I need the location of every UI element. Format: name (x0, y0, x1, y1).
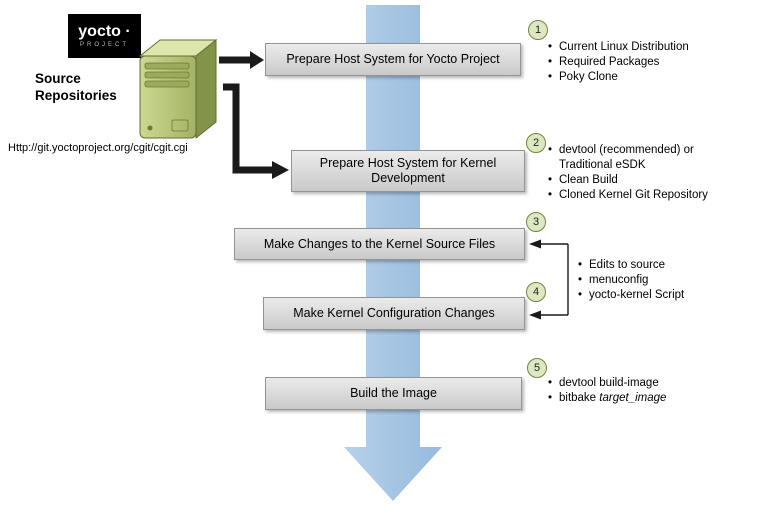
server-to-step1-arrowhead (250, 51, 264, 69)
step-number-badge-2: 2 (526, 133, 546, 153)
bullet-item: Cloned Kernel Git Repository (548, 188, 733, 203)
bullet-item: Edits to source (578, 258, 753, 273)
steps3-4-shared-bullet-list: Edits to source menuconfig yocto-kernel … (578, 258, 753, 303)
server-to-step2-arrow-shaft (223, 83, 272, 174)
step2-bullet-list: devtool (recommended) or Traditional eSD… (548, 143, 733, 203)
server-drive-bay (144, 80, 190, 88)
step-box-make-config-changes: Make Kernel Configuration Changes (263, 297, 525, 330)
step-number-badge-5: 5 (527, 358, 547, 378)
step-number-badge-3: 3 (526, 212, 546, 232)
bullet-item: Required Packages (548, 55, 753, 70)
bullet-item: yocto-kernel Script (578, 288, 753, 303)
step-number-badge-4: 4 (526, 282, 546, 302)
bracket-top-arrowhead (529, 239, 541, 249)
bullet-item: Clean Build (548, 173, 733, 188)
source-repositories-label: Source Repositories (35, 71, 117, 103)
step-box-prepare-host-yocto: Prepare Host System for Yocto Project (265, 43, 521, 76)
bullet-item: devtool build-image (548, 376, 753, 391)
bitbake-command-argument: target_image (599, 392, 667, 404)
step-number-badge-1: 1 (528, 20, 548, 40)
bracket-bottom-arrowhead (529, 310, 541, 320)
server-to-step2-arrowhead (272, 161, 289, 179)
step5-bullet-list: devtool build-image bitbake target_image (548, 376, 753, 406)
server-vent (171, 119, 189, 132)
server-drive-bay (144, 62, 190, 70)
bitbake-command-prefix: bitbake (559, 392, 600, 404)
server-icon (138, 38, 218, 140)
yocto-logo-subtext: PROJECT (79, 42, 129, 48)
step-box-build-image: Build the Image (265, 377, 522, 410)
server-power-button (147, 125, 153, 131)
bullet-item: menuconfig (578, 273, 753, 288)
bullet-item: Poky Clone (548, 70, 753, 85)
step-box-prepare-host-kernel: Prepare Host System for Kernel Developme… (291, 150, 525, 192)
bullet-item: bitbake target_image (548, 391, 753, 406)
server-side-face (195, 38, 217, 140)
server-drive-bay (144, 71, 190, 79)
step1-bullet-list: Current Linux Distribution Required Pack… (548, 40, 753, 85)
yocto-logo: yocto · PROJECT (68, 14, 141, 58)
bullet-item: Current Linux Distribution (548, 40, 753, 55)
step-box-make-source-changes: Make Changes to the Kernel Source Files (234, 228, 525, 260)
yocto-logo-text: yocto · (78, 23, 131, 40)
bullet-item: devtool (recommended) or Traditional eSD… (548, 143, 733, 173)
source-repositories-url: Http://git.yoctoproject.org/cgit/cgit.cg… (8, 142, 188, 154)
